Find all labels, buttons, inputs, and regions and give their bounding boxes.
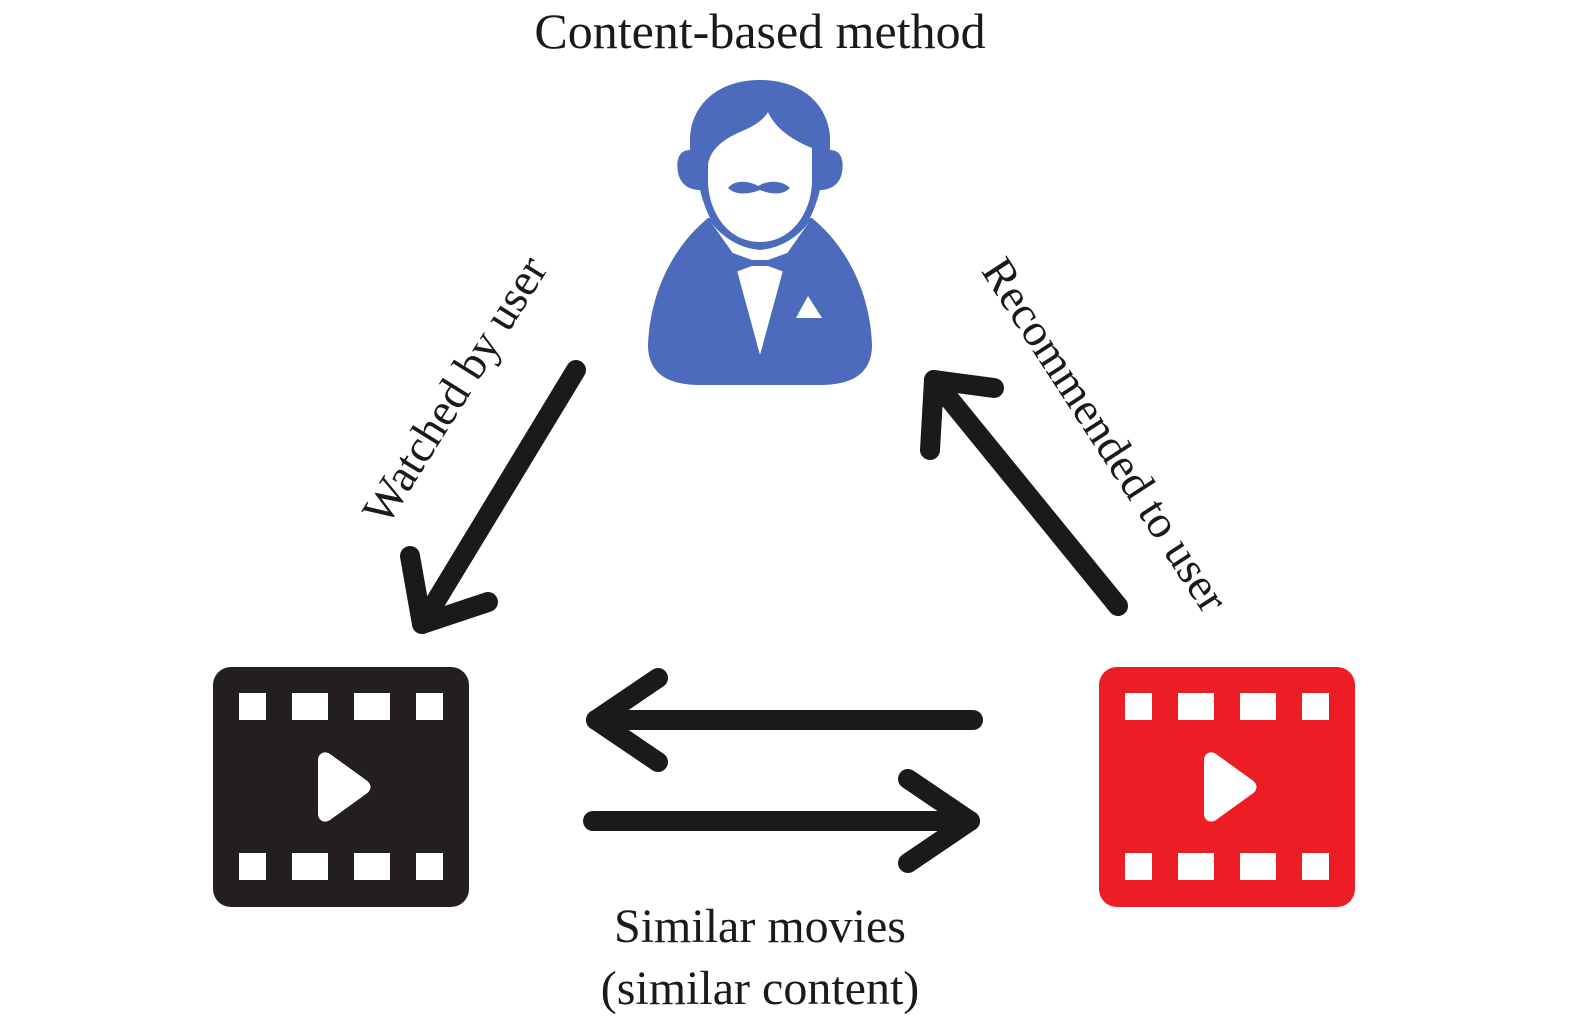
label-similar-movies: Similar movies (similar content) bbox=[560, 896, 960, 1020]
user-shirt bbox=[708, 218, 812, 355]
user-face bbox=[708, 112, 812, 242]
diagram-title: Content-based method bbox=[534, 3, 986, 59]
watched-movie-icon bbox=[213, 667, 469, 907]
arrow-watched bbox=[400, 360, 586, 634]
recommended-movie-icon bbox=[1099, 667, 1355, 907]
arrow-similar-left bbox=[586, 668, 983, 772]
user-bowtie bbox=[730, 252, 790, 274]
user-moustache bbox=[728, 181, 790, 194]
label-similar-line2: (similar content) bbox=[600, 962, 920, 1015]
arrow-recommended bbox=[920, 370, 1128, 616]
user-pocket-square bbox=[796, 296, 822, 318]
arrow-similar-right bbox=[583, 769, 980, 873]
label-similar-line1: Similar movies bbox=[614, 900, 906, 953]
